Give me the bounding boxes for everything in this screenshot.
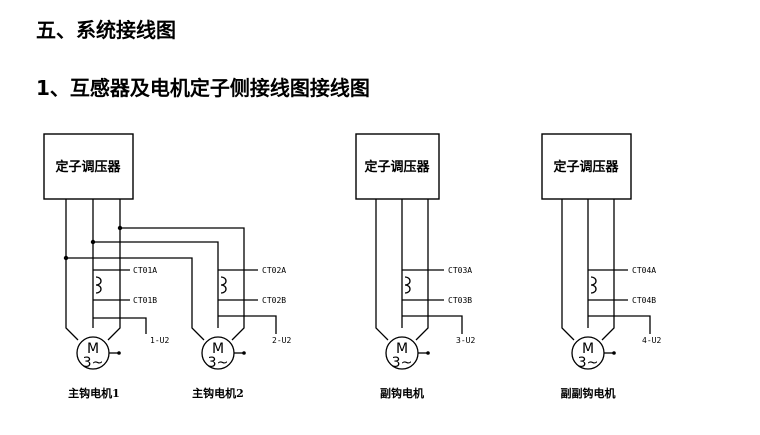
ct-label-b-1: CT01B [133, 296, 157, 305]
stator-regulator-box-3 [355, 133, 440, 200]
phase-wire-a-4 [561, 199, 575, 341]
ct-label-a-2: CT02A [262, 266, 286, 275]
bus-wire-a-2 [66, 257, 205, 341]
motor-ground-dot-2 [242, 351, 246, 355]
ct-label-b-4: CT04B [632, 296, 656, 305]
phase-wire-a-3 [375, 199, 389, 341]
term-label-1: 1-U2 [150, 336, 169, 345]
stator-regulator-box-4 [541, 133, 632, 200]
motor-caption-4: 副副钩电机 [561, 386, 616, 400]
subsection-heading: 1、互感器及电机定子侧接线图接线图 [36, 76, 370, 100]
term-label-2: 2-U2 [272, 336, 291, 345]
term-lead-3 [402, 315, 463, 334]
motor-m-2: M [212, 341, 224, 357]
junction-dot [117, 225, 123, 231]
junction-dot [90, 239, 96, 245]
bus-wire-c-2 [120, 227, 245, 341]
phase-wire-c-4 [601, 199, 615, 341]
motor-m-4: M [582, 341, 594, 357]
stator-regulator-label-4: 定子调压器 [552, 159, 619, 175]
term-lead-2 [218, 315, 277, 334]
term-label-4: 4-U2 [642, 336, 661, 345]
motor-phase-4: 3~ [578, 355, 599, 371]
motor-caption-2: 主钩电机2 [192, 386, 244, 400]
ct-label-b-2: CT02B [262, 296, 286, 305]
ct-label-a-4: CT04A [632, 266, 656, 275]
ct-label-b-3: CT03B [448, 296, 472, 305]
stator-regulator-label-3: 定子调压器 [363, 159, 430, 175]
ct-coil-icon-3 [404, 276, 411, 294]
ct-label-a-3: CT03A [448, 266, 472, 275]
ct-coil-icon-4 [590, 276, 597, 294]
section-heading: 五、系统接线图 [36, 18, 176, 42]
ct-coil-icon-2 [220, 276, 227, 294]
motor-m-1: M [87, 341, 99, 357]
motor-caption-3: 副钩电机 [380, 386, 424, 400]
motor-phase-2: 3~ [208, 355, 229, 371]
motor-caption-1: 主钩电机1 [68, 386, 120, 400]
motor-ground-dot-3 [426, 351, 430, 355]
ct-coil-icon-1 [95, 276, 102, 294]
motor-ground-dot-1 [117, 351, 121, 355]
stator-regulator-box-1 [43, 133, 134, 200]
phase-wire-a-1 [65, 199, 79, 341]
term-lead-4 [588, 315, 651, 334]
ct-label-a-1: CT01A [133, 266, 157, 275]
term-lead-1 [93, 317, 147, 334]
term-label-3: 3-U2 [456, 336, 475, 345]
motor-phase-3: 3~ [392, 355, 413, 371]
junction-dot [63, 255, 69, 261]
motor-ground-dot-4 [612, 351, 616, 355]
motor-phase-1: 3~ [83, 355, 104, 371]
phase-wire-c-3 [415, 199, 429, 341]
motor-m-3: M [396, 341, 408, 357]
bus-wire-b-2 [93, 241, 219, 328]
stator-regulator-label-1: 定子调压器 [54, 159, 121, 175]
